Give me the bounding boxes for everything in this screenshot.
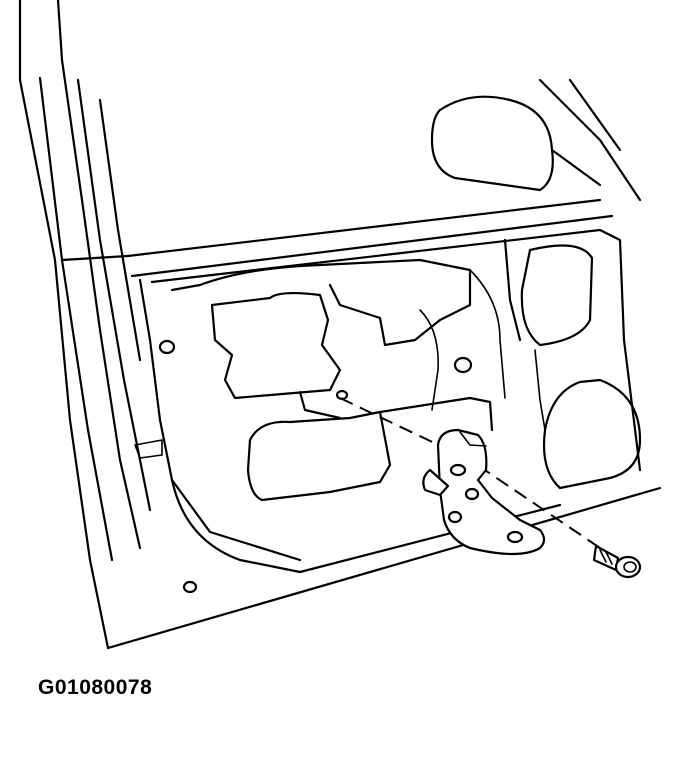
hinge-bolt-icon (592, 544, 642, 579)
door-hinge-icon (422, 428, 546, 556)
door-frame-icon (18, 0, 662, 650)
figure-id: G01080078 (38, 676, 153, 699)
